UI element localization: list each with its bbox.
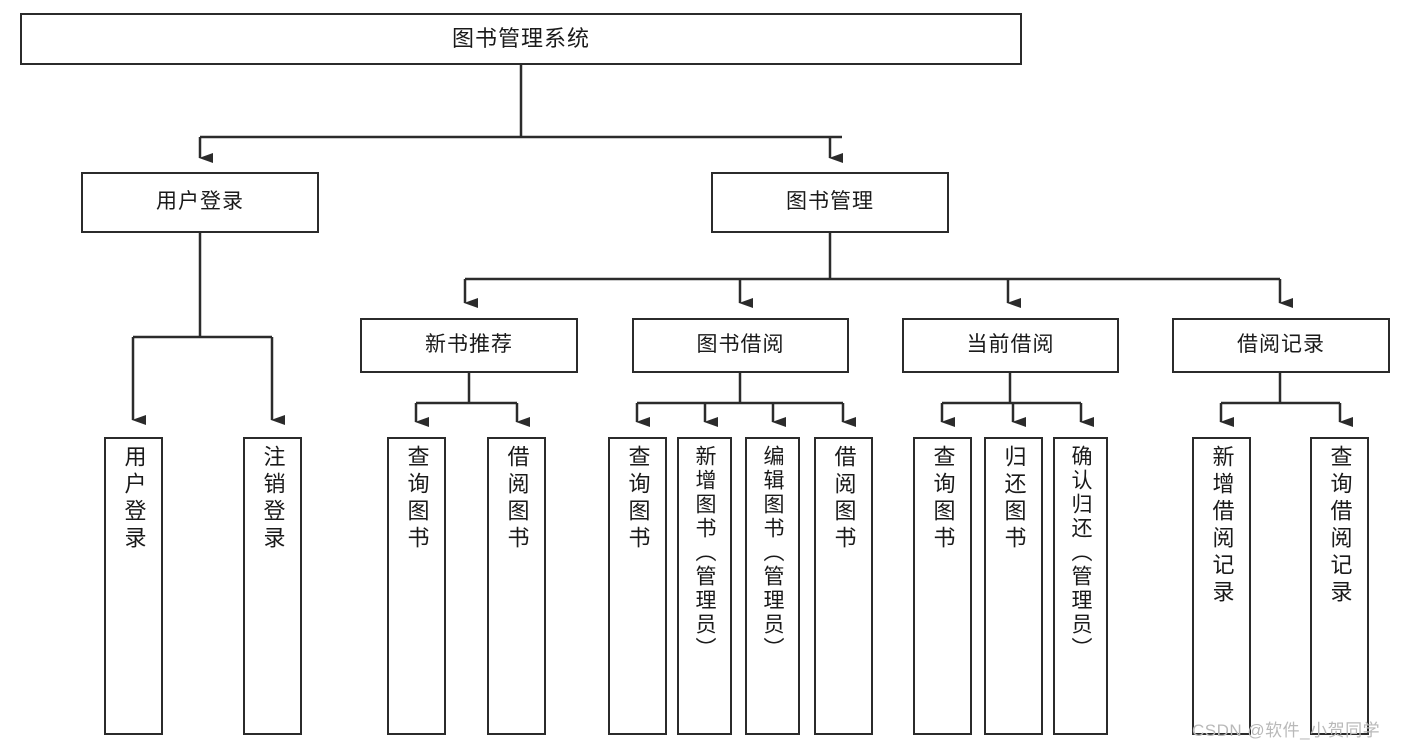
node-label: 借阅记录 — [1237, 333, 1325, 357]
node-leaf-user-login[interactable]: 用户登录 — [104, 437, 163, 735]
node-label: 借阅图书 — [831, 445, 857, 553]
node-borrow-record[interactable]: 借阅记录 — [1172, 318, 1390, 373]
node-label: 查询图书 — [930, 445, 956, 553]
node-label: 新增借阅记录 — [1209, 445, 1235, 607]
node-current-borrow[interactable]: 当前借阅 — [902, 318, 1119, 373]
node-label: 注销登录 — [260, 445, 286, 553]
node-user-login[interactable]: 用户登录 — [81, 172, 319, 233]
node-label: 借阅图书 — [504, 445, 530, 553]
node-label: 新增图书（管理员） — [693, 445, 716, 661]
node-label: 编辑图书（管理员） — [761, 445, 784, 661]
watermark: CSDN @软件_小贺同学 — [1192, 721, 1381, 740]
node-label: 图书借阅 — [696, 333, 785, 357]
node-leaf-query-borrow-record[interactable]: 查询借阅记录 — [1310, 437, 1369, 735]
node-leaf-query-book-current[interactable]: 查询图书 — [913, 437, 972, 735]
node-label: 新书推荐 — [425, 333, 513, 357]
node-leaf-borrow-book-recommend[interactable]: 借阅图书 — [487, 437, 546, 735]
node-root-system[interactable]: 图书管理系统 — [20, 13, 1022, 65]
node-book-management[interactable]: 图书管理 — [711, 172, 949, 233]
node-label: 用户登录 — [121, 445, 147, 553]
node-leaf-query-book-recommend[interactable]: 查询图书 — [387, 437, 446, 735]
node-label: 查询借阅记录 — [1327, 445, 1353, 607]
node-label: 图书管理 — [786, 190, 874, 214]
node-leaf-borrow-book[interactable]: 借阅图书 — [814, 437, 873, 735]
node-leaf-query-book-borrow[interactable]: 查询图书 — [608, 437, 667, 735]
node-label: 当前借阅 — [966, 333, 1055, 357]
node-label: 确认归还（管理员） — [1069, 445, 1092, 661]
node-label: 图书管理系统 — [451, 26, 590, 52]
node-label: 查询图书 — [404, 445, 430, 553]
node-leaf-add-borrow-record[interactable]: 新增借阅记录 — [1192, 437, 1251, 735]
node-label: 查询图书 — [625, 445, 651, 553]
node-leaf-add-book-admin[interactable]: 新增图书（管理员） — [677, 437, 732, 735]
node-label: 归还图书 — [1001, 445, 1027, 553]
node-leaf-logout-login[interactable]: 注销登录 — [243, 437, 302, 735]
node-book-borrow[interactable]: 图书借阅 — [632, 318, 849, 373]
node-label: 用户登录 — [156, 190, 244, 214]
node-new-book-recommend[interactable]: 新书推荐 — [360, 318, 578, 373]
node-leaf-edit-book-admin[interactable]: 编辑图书（管理员） — [745, 437, 800, 735]
node-leaf-confirm-return-admin[interactable]: 确认归还（管理员） — [1053, 437, 1108, 735]
node-leaf-return-book[interactable]: 归还图书 — [984, 437, 1043, 735]
